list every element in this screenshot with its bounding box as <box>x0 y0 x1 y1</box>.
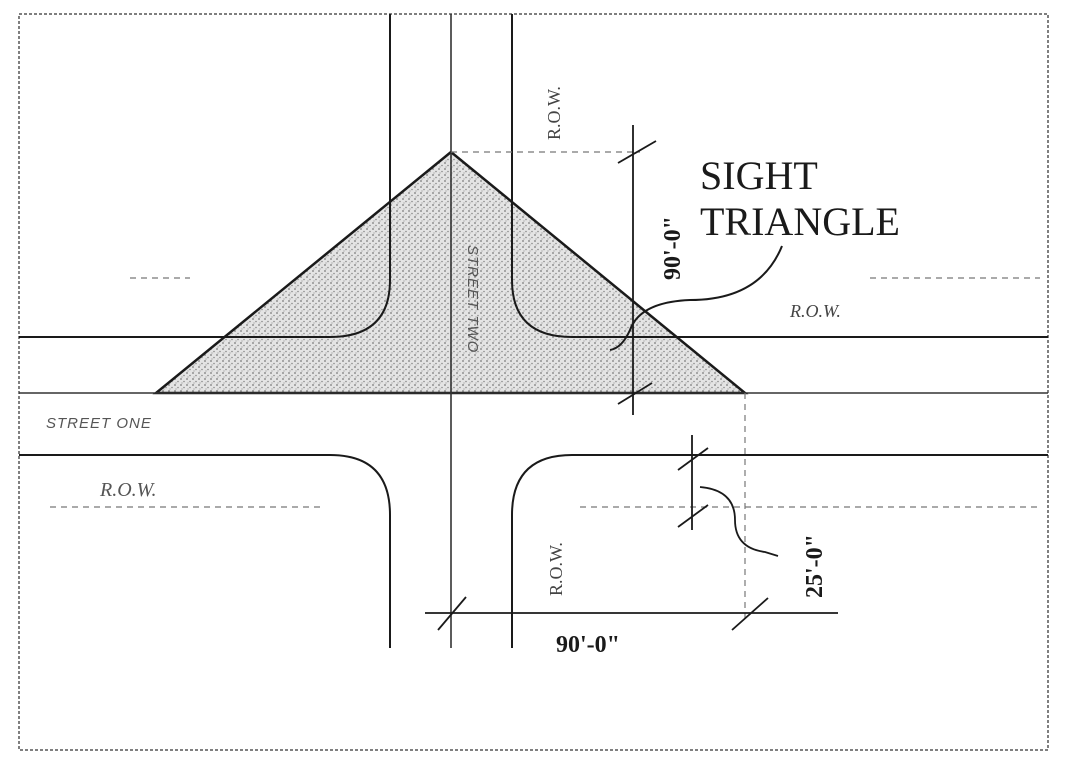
row-lines <box>19 14 1048 648</box>
setback-dimension-label: 25'-0" <box>802 534 828 598</box>
vertical-dimension-label: 90'-0" <box>660 216 686 280</box>
street-one-label: STREET ONE <box>46 415 152 432</box>
horizontal-dimension <box>425 596 838 631</box>
row-label-lower-left: R.O.W. <box>99 479 156 501</box>
setback-dimension <box>677 435 779 557</box>
row-dashed-lines <box>50 151 1040 622</box>
callout-title-line1: SIGHT <box>700 153 818 198</box>
callout-leader <box>609 245 783 351</box>
street-two-label: STREET TWO <box>464 245 481 353</box>
row-label-lower-vertical: R.O.W. <box>546 542 566 596</box>
row-label-upper-right: R.O.W. <box>789 301 841 321</box>
callout-title-line2: TRIANGLE <box>700 199 900 244</box>
row-label-upper-vertical: R.O.W. <box>544 86 564 140</box>
horizontal-dimension-label: 90'-0" <box>556 632 620 658</box>
street-one-curbs <box>19 14 1048 648</box>
drawing-frame <box>18 13 1049 751</box>
vertical-dimension <box>617 125 657 415</box>
